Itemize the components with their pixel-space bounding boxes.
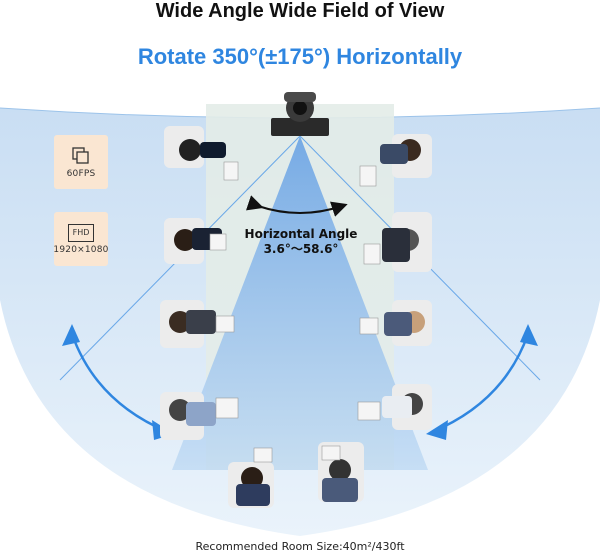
rotate-arrow-right-up (520, 324, 538, 346)
resolution-label: 1920×1080 (53, 244, 109, 255)
horizontal-angle-label: Horizontal Angle 3.6°～58.6° (236, 227, 366, 257)
rotation-subtitle: Rotate 350°(±175°) Horizontally (137, 44, 463, 69)
rotate-arrow-right-down (426, 420, 448, 440)
attendee-right-1 (380, 134, 432, 178)
rotate-arc-left (70, 333, 169, 434)
attendee-left-4 (160, 392, 216, 440)
field-of-view-beam (172, 136, 428, 470)
fhd-icon-text: FHD (72, 228, 90, 237)
horizontal-angle-title: Horizontal Angle (244, 227, 358, 241)
frames-icon (72, 146, 89, 164)
attendee-right-2 (382, 212, 432, 272)
attendee-left-1 (164, 126, 226, 168)
attendee-right-4 (382, 384, 432, 430)
fps-label: 60FPS (66, 168, 96, 179)
room-size-footer: Recommended Room Size:40m²/430ft (195, 540, 405, 553)
attendee-right-3 (384, 300, 432, 346)
fps-badge: 60FPS (54, 135, 108, 189)
ptz-camera (271, 92, 329, 136)
horizontal-angle-range: 3.6°～58.6° (263, 242, 339, 256)
attendee-bottom-left (228, 462, 274, 508)
resolution-badge: FHD 1920×1080 (53, 212, 109, 266)
rotate-arrow-left-up (62, 324, 80, 346)
laptops (209, 161, 381, 463)
fhd-icon: FHD (68, 223, 94, 242)
rotate-arc-right (431, 333, 530, 434)
attendee-left-3 (160, 300, 216, 348)
page-title: Wide Angle Wide Field of View (155, 0, 445, 22)
horizontal-angle-arc (245, 195, 348, 217)
